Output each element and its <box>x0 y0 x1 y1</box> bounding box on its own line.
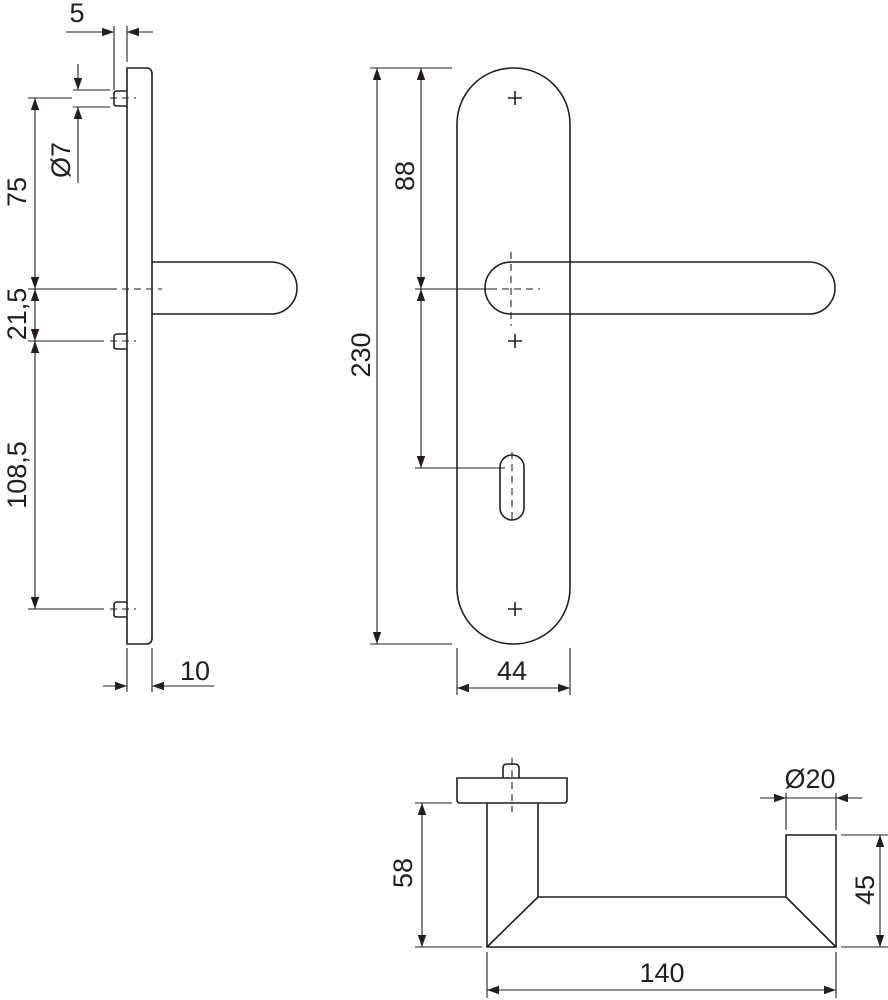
dim-projection: 58 <box>388 858 418 888</box>
dim-top-to-spindle: 88 <box>390 161 420 191</box>
dim-plate-thickness: 10 <box>180 656 210 686</box>
dim-mid-to-bottom-screw: 108,5 <box>2 441 32 509</box>
front-plate <box>456 67 571 645</box>
screw-pins <box>113 90 127 618</box>
plan-view: 58 45 Ø20 140 <box>388 758 888 998</box>
screw-hole-cross-icons <box>508 91 522 616</box>
dim-lever-length: 140 <box>639 958 684 988</box>
side-view: 5 Ø7 75 21,5 108,5 10 <box>2 0 298 692</box>
rose <box>456 777 568 804</box>
dim-top-screw-to-spindle: 75 <box>2 177 32 207</box>
dim-lever-diameter: Ø20 <box>784 764 835 794</box>
spindle-pin <box>502 763 520 778</box>
front-view: 230 88 44 <box>346 67 836 695</box>
dim-plate-width: 44 <box>497 656 527 686</box>
dim-plate-height: 230 <box>346 332 376 377</box>
front-handle <box>484 261 836 315</box>
lever <box>486 803 837 948</box>
side-handle <box>152 261 298 315</box>
dim-lever-height: 45 <box>850 875 880 905</box>
side-plate <box>126 67 153 645</box>
dim-pin-diameter: Ø7 <box>46 142 76 178</box>
dim-pin-offset: 5 <box>69 0 84 28</box>
dim-spindle-to-mid-screw: 21,5 <box>2 288 32 341</box>
